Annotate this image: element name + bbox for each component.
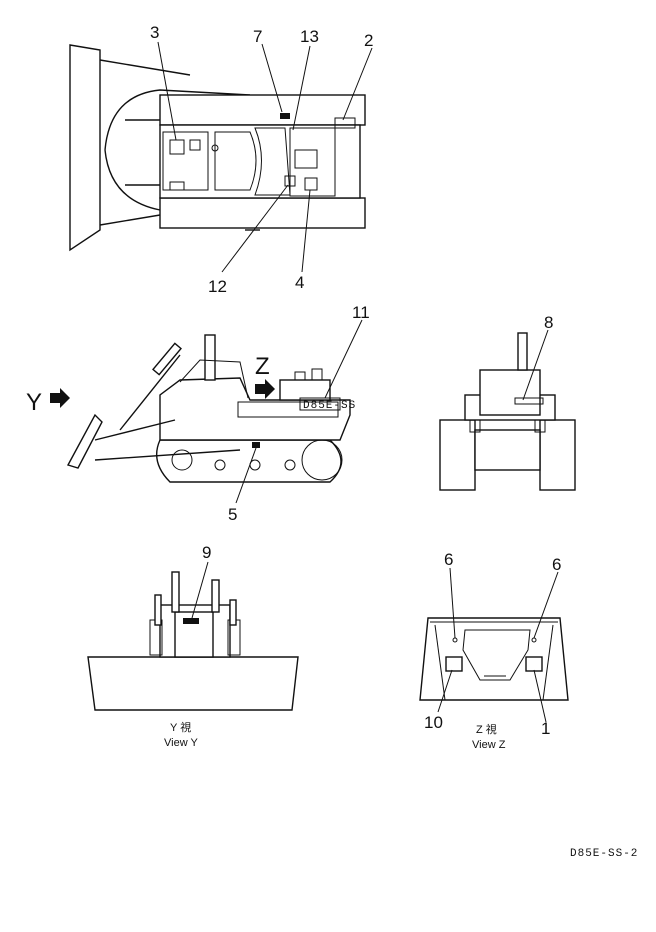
view-marker-y: Y: [26, 389, 42, 416]
drawing-code: D85E-SS-2: [570, 848, 638, 860]
top-view-dozer: [69, 41, 373, 273]
side-view-dozer: [50, 319, 363, 504]
callout-7: 7: [253, 27, 262, 46]
callout-8: 8: [544, 313, 553, 332]
rear-view-dozer: [439, 329, 576, 491]
callout-12: 12: [208, 277, 227, 296]
callout-10: 10: [424, 713, 443, 732]
callout-4: 4: [295, 273, 304, 292]
callout-1: 1: [541, 719, 550, 738]
callout-11: 11: [352, 303, 370, 322]
callout-5: 5: [228, 505, 237, 524]
model-plate-text: D85E-SS: [303, 400, 356, 412]
callout-9: 9: [202, 543, 211, 562]
view-z-caption: View Z: [472, 739, 506, 751]
view-y-caption: View Y: [164, 737, 199, 749]
callout-2: 2: [364, 31, 373, 50]
view-marker-z: Z: [255, 353, 270, 380]
view-y-caption-jp: Y 視: [170, 720, 191, 734]
view-z-rear: [419, 567, 569, 723]
callout-3: 3: [150, 23, 159, 42]
callout-6-right: 6: [552, 555, 561, 574]
callout-6-left: 6: [444, 550, 453, 569]
view-z-caption-jp: Z 視: [476, 722, 497, 736]
view-y-front: [87, 561, 299, 711]
callout-13: 13: [300, 27, 319, 46]
